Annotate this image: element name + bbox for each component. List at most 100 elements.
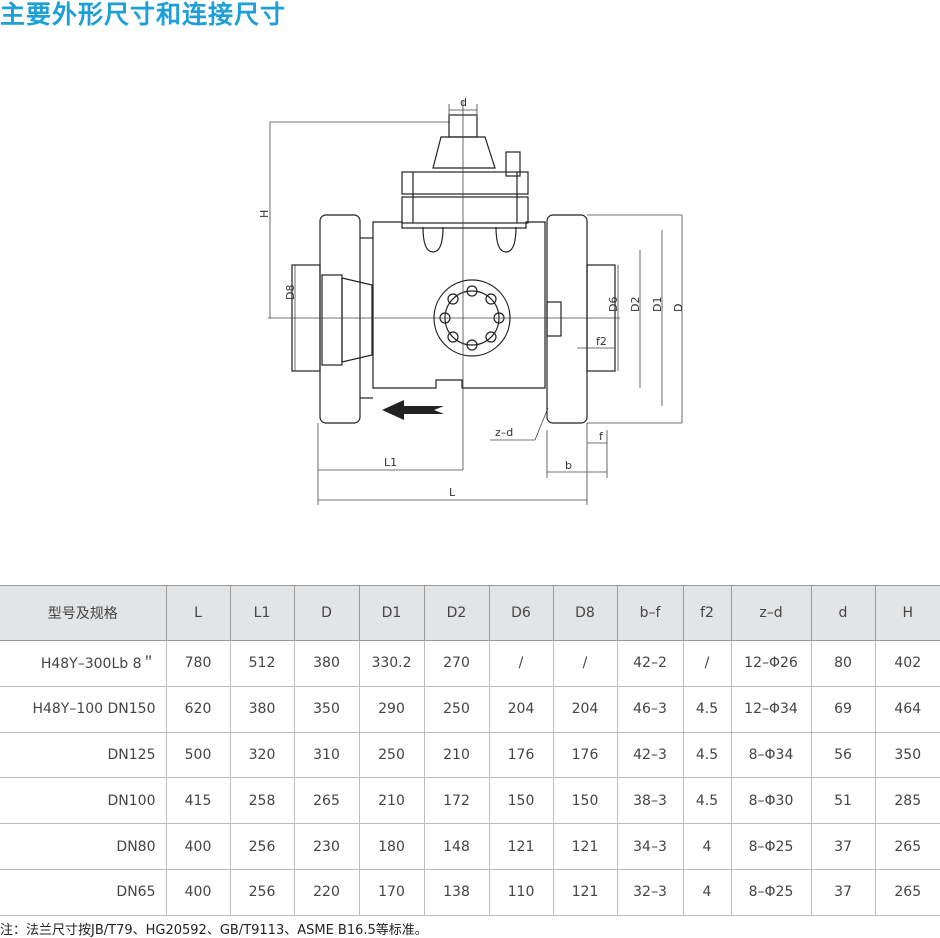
table-cell: 402 <box>874 640 940 687</box>
label-L1: L1 <box>384 456 397 469</box>
table-row: DN65 400 256 220 170 138 110 121 32–3 4 … <box>0 869 940 916</box>
label-d: d <box>460 96 467 109</box>
table-cell: 220 <box>293 869 359 916</box>
table-cell: 265 <box>874 823 940 870</box>
page-title: 主要外形尺寸和连接尺寸 <box>0 0 287 29</box>
table-cell: 210 <box>358 777 424 825</box>
col-header: z–d <box>730 585 811 641</box>
table-cell: DN125 <box>0 732 166 779</box>
table-cell: 121 <box>552 823 617 870</box>
table-cell: 380 <box>293 640 359 687</box>
table-cell: 170 <box>358 869 424 916</box>
col-header: D1 <box>358 585 424 641</box>
table-cell: 415 <box>165 777 230 825</box>
table-cell: 176 <box>488 732 553 779</box>
table-cell: 258 <box>229 777 294 825</box>
table-cell: 37 <box>810 869 875 916</box>
table-row: DN80 400 256 230 180 148 121 121 34–3 4 … <box>0 823 940 870</box>
table-cell: 176 <box>552 732 617 779</box>
label-z-d: z–d <box>495 426 513 439</box>
table-cell: 250 <box>423 686 489 733</box>
table-cell: 4.5 <box>682 686 731 733</box>
col-header: D <box>293 585 359 641</box>
table-cell: / <box>552 640 617 687</box>
dimension-table: 型号及规格 L L1 D D1 D2 D6 D8 b–f f2 z–d d H … <box>0 585 940 916</box>
table-cell: 46–3 <box>616 686 683 733</box>
table-row: DN125 500 320 310 250 210 176 176 42–3 4… <box>0 732 940 779</box>
table-cell: 204 <box>552 686 617 733</box>
col-header: L1 <box>229 585 294 641</box>
table-cell: 138 <box>423 869 489 916</box>
table-cell: 4 <box>682 823 731 870</box>
table-cell: 512 <box>229 640 294 687</box>
table-cell: 4.5 <box>682 732 731 779</box>
label-H: H <box>258 210 271 218</box>
table-cell: H48Y–300Lb 8＂ <box>0 640 166 687</box>
table-cell: 500 <box>165 732 230 779</box>
table-row: H48Y–100 DN150 620 380 350 290 250 204 2… <box>0 686 940 733</box>
table-cell: 121 <box>552 869 617 916</box>
table-cell: 256 <box>229 823 294 870</box>
table-cell: 290 <box>358 686 424 733</box>
table-row: DN100 415 258 265 210 172 150 150 38–3 4… <box>0 777 940 825</box>
standards-note: 注：法兰尺寸按JB/T79、HG20592、GB/T9113、ASME B16.… <box>0 923 428 938</box>
table-cell: 80 <box>810 640 875 687</box>
table-cell: / <box>488 640 553 687</box>
table-cell: 42–2 <box>616 640 683 687</box>
col-header: 型号及规格 <box>0 585 166 641</box>
label-D2: D2 <box>629 297 642 312</box>
table-cell: 256 <box>229 869 294 916</box>
table-cell: 4 <box>682 869 731 916</box>
table-cell: 8–Φ30 <box>730 777 811 825</box>
table-cell: 180 <box>358 823 424 870</box>
table-cell: 37 <box>810 823 875 870</box>
label-D1: D1 <box>651 297 664 312</box>
col-header: d <box>810 585 875 641</box>
table-cell: 56 <box>810 732 875 779</box>
table-cell: 350 <box>293 686 359 733</box>
col-header: D6 <box>488 585 553 641</box>
table-cell: 270 <box>423 640 489 687</box>
table-cell: DN80 <box>0 823 166 870</box>
table-cell: 150 <box>552 777 617 825</box>
label-b: b <box>565 459 572 472</box>
table-cell: 380 <box>229 686 294 733</box>
col-header: b–f <box>616 585 683 641</box>
valve-dimension-drawing: d H D8 D6 D2 D1 D f2 z–d f b L1 L <box>258 96 685 505</box>
table-cell: 150 <box>488 777 553 825</box>
table-header-row: 型号及规格 L L1 D D1 D2 D6 D8 b–f f2 z–d d H <box>0 585 940 641</box>
table-cell: 285 <box>874 777 940 825</box>
table-cell: 310 <box>293 732 359 779</box>
col-header: H <box>874 585 940 641</box>
table-cell: 38–3 <box>616 777 683 825</box>
label-D6: D6 <box>607 297 620 312</box>
table-cell: 12–Φ34 <box>730 686 811 733</box>
table-cell: 69 <box>810 686 875 733</box>
table-cell: 8–Φ25 <box>730 823 811 870</box>
table-cell: 42–3 <box>616 732 683 779</box>
table-cell: 4.5 <box>682 777 731 825</box>
table-row: H48Y–300Lb 8＂ 780 512 380 330.2 270 / / … <box>0 640 940 687</box>
col-header: D2 <box>423 585 489 641</box>
table-cell: 400 <box>165 823 230 870</box>
table-cell: DN100 <box>0 777 166 825</box>
table-cell: 780 <box>165 640 230 687</box>
table-cell: H48Y–100 DN150 <box>0 686 166 733</box>
table-cell: 8–Φ34 <box>730 732 811 779</box>
table-cell: 32–3 <box>616 869 683 916</box>
table-cell: 230 <box>293 823 359 870</box>
table-cell: 204 <box>488 686 553 733</box>
label-f2: f2 <box>596 335 607 348</box>
col-header: L <box>165 585 230 641</box>
table-cell: 12–Φ26 <box>730 640 811 687</box>
table-cell: DN65 <box>0 869 166 916</box>
col-header: f2 <box>682 585 731 641</box>
label-L: L <box>449 486 456 499</box>
table-cell: 51 <box>810 777 875 825</box>
table-cell: 172 <box>423 777 489 825</box>
flow-arrow <box>382 400 444 420</box>
label-D8: D8 <box>284 285 297 300</box>
table-cell: 210 <box>423 732 489 779</box>
table-cell: 330.2 <box>358 640 424 687</box>
table-cell: 620 <box>165 686 230 733</box>
